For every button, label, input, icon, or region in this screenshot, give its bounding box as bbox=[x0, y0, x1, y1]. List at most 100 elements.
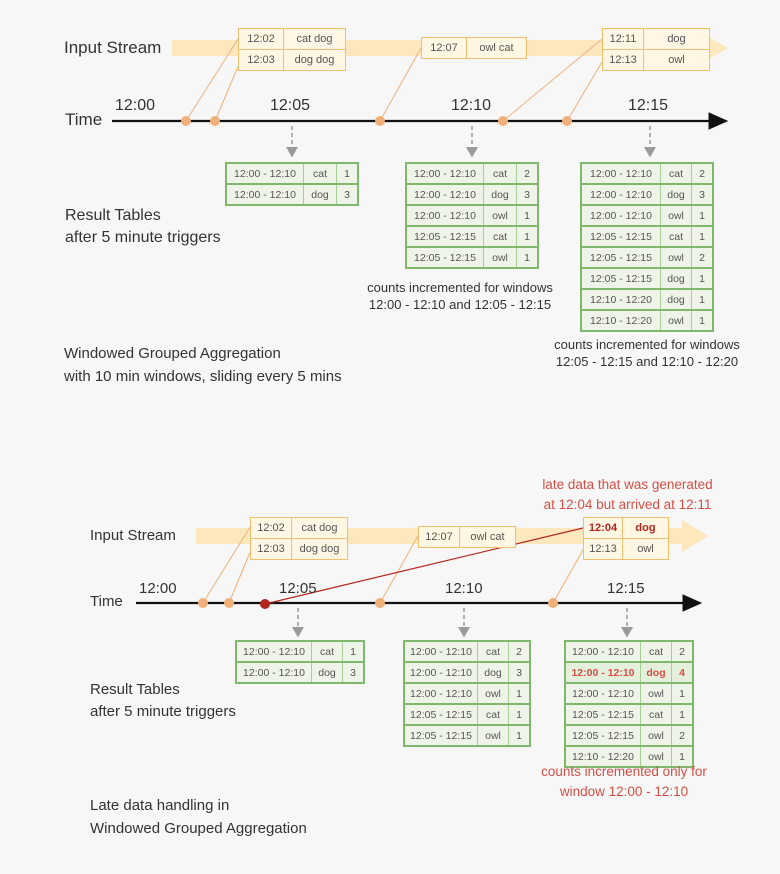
word-cell: cat bbox=[303, 164, 336, 183]
event-words: cat dog bbox=[291, 518, 347, 538]
count-cell: 3 bbox=[691, 185, 712, 204]
bottom-time-label: Time bbox=[90, 593, 123, 610]
window-cell: 12:00 - 12:10 bbox=[410, 645, 472, 658]
count-cell: 2 bbox=[508, 642, 529, 661]
word-cell: cat bbox=[477, 705, 508, 724]
window-cell: 12:00 - 12:10 bbox=[590, 188, 652, 201]
label-line: after 5 minute triggers bbox=[90, 703, 236, 720]
event-time: 12:02 bbox=[257, 522, 285, 534]
top-tick-label: 12:00 bbox=[115, 97, 156, 114]
window-cell: 12:05 - 12:15 bbox=[414, 251, 476, 264]
word-cell: cat bbox=[477, 642, 508, 661]
word-cell: owl bbox=[660, 311, 691, 330]
count-cell: 3 bbox=[342, 663, 363, 682]
count-cell: 2 bbox=[691, 164, 712, 183]
top-note-1210: counts incremented for windows 12:00 - 1… bbox=[355, 279, 565, 313]
word-cell: cat bbox=[660, 227, 691, 246]
event-time: 12:02 bbox=[247, 33, 275, 45]
note-line: window 12:00 - 12:10 bbox=[559, 784, 689, 799]
note-line: at 12:04 but arrived at 12:11 bbox=[543, 497, 712, 512]
window-cell: 12:00 - 12:10 bbox=[414, 209, 476, 222]
window-cell: 12:00 - 12:10 bbox=[414, 188, 476, 201]
top-title: Windowed Grouped Aggregation with 10 min… bbox=[64, 342, 342, 388]
window-cell: 12:00 - 12:10 bbox=[243, 645, 305, 658]
event-words: dog dog bbox=[283, 50, 345, 70]
word-cell: dog bbox=[303, 185, 336, 204]
count-cell: 2 bbox=[671, 642, 692, 661]
word-cell: owl bbox=[477, 684, 508, 703]
word-cell: dog bbox=[483, 185, 516, 204]
top-note-1215: counts incremented for windows 12:05 - 1… bbox=[540, 336, 754, 370]
word-cell: dog bbox=[477, 663, 508, 682]
word-cell: cat bbox=[660, 164, 691, 183]
count-cell: 2 bbox=[691, 248, 712, 267]
count-cell: 3 bbox=[508, 663, 529, 682]
word-cell: dog bbox=[660, 290, 691, 309]
event-words: owl bbox=[643, 50, 709, 70]
count-cell: 1 bbox=[508, 705, 529, 724]
bottom-event-dots bbox=[198, 598, 558, 608]
window-cell: 12:10 - 12:20 bbox=[590, 293, 652, 306]
late-event-time: 12:04 bbox=[588, 522, 618, 534]
word-cell: cat bbox=[483, 164, 516, 183]
count-cell: 3 bbox=[516, 185, 537, 204]
word-cell: dog bbox=[640, 663, 671, 682]
late-data-line bbox=[264, 527, 584, 605]
word-cell: owl bbox=[660, 248, 691, 267]
bottom-tick-label: 12:05 bbox=[279, 580, 317, 597]
window-cell: 12:00 - 12:10 bbox=[234, 167, 296, 180]
title-line: Late data handling in bbox=[90, 797, 230, 814]
bottom-tick-label: 12:15 bbox=[607, 580, 645, 597]
count-cell: 1 bbox=[336, 164, 357, 183]
window-cell: 12:05 - 12:15 bbox=[572, 708, 634, 721]
window-cell: 12:00 - 12:10 bbox=[410, 666, 472, 679]
top-input-stream-label: Input Stream bbox=[64, 38, 162, 57]
bottom-title: Late data handling in Windowed Grouped A… bbox=[90, 794, 307, 840]
count-cell: 1 bbox=[691, 290, 712, 309]
window-cell: 12:10 - 12:20 bbox=[590, 314, 652, 327]
event-words: owl cat bbox=[459, 527, 515, 547]
window-cell: 12:05 - 12:15 bbox=[590, 251, 652, 264]
bottom-tick-label: 12:00 bbox=[139, 580, 177, 597]
word-cell: owl bbox=[483, 248, 516, 267]
bottom-trigger-arrows bbox=[292, 608, 633, 638]
count-cell: 1 bbox=[508, 726, 529, 745]
window-cell: 12:05 - 12:15 bbox=[410, 708, 472, 721]
event-time: 12:11 bbox=[609, 33, 637, 45]
top-connector-lines bbox=[185, 38, 603, 122]
event-words: owl bbox=[622, 539, 668, 559]
count-cell: 2 bbox=[516, 164, 537, 183]
late-event-words: dog bbox=[622, 518, 668, 538]
word-cell: owl bbox=[477, 726, 508, 745]
late-data-dot bbox=[260, 599, 270, 609]
window-cell: 12:10 - 12:20 bbox=[572, 750, 634, 763]
window-cell: 12:05 - 12:15 bbox=[414, 230, 476, 243]
note-line: counts incremented only for bbox=[541, 764, 707, 779]
window-cell: 12:00 - 12:10 bbox=[572, 645, 634, 658]
count-cell: 1 bbox=[671, 705, 692, 724]
